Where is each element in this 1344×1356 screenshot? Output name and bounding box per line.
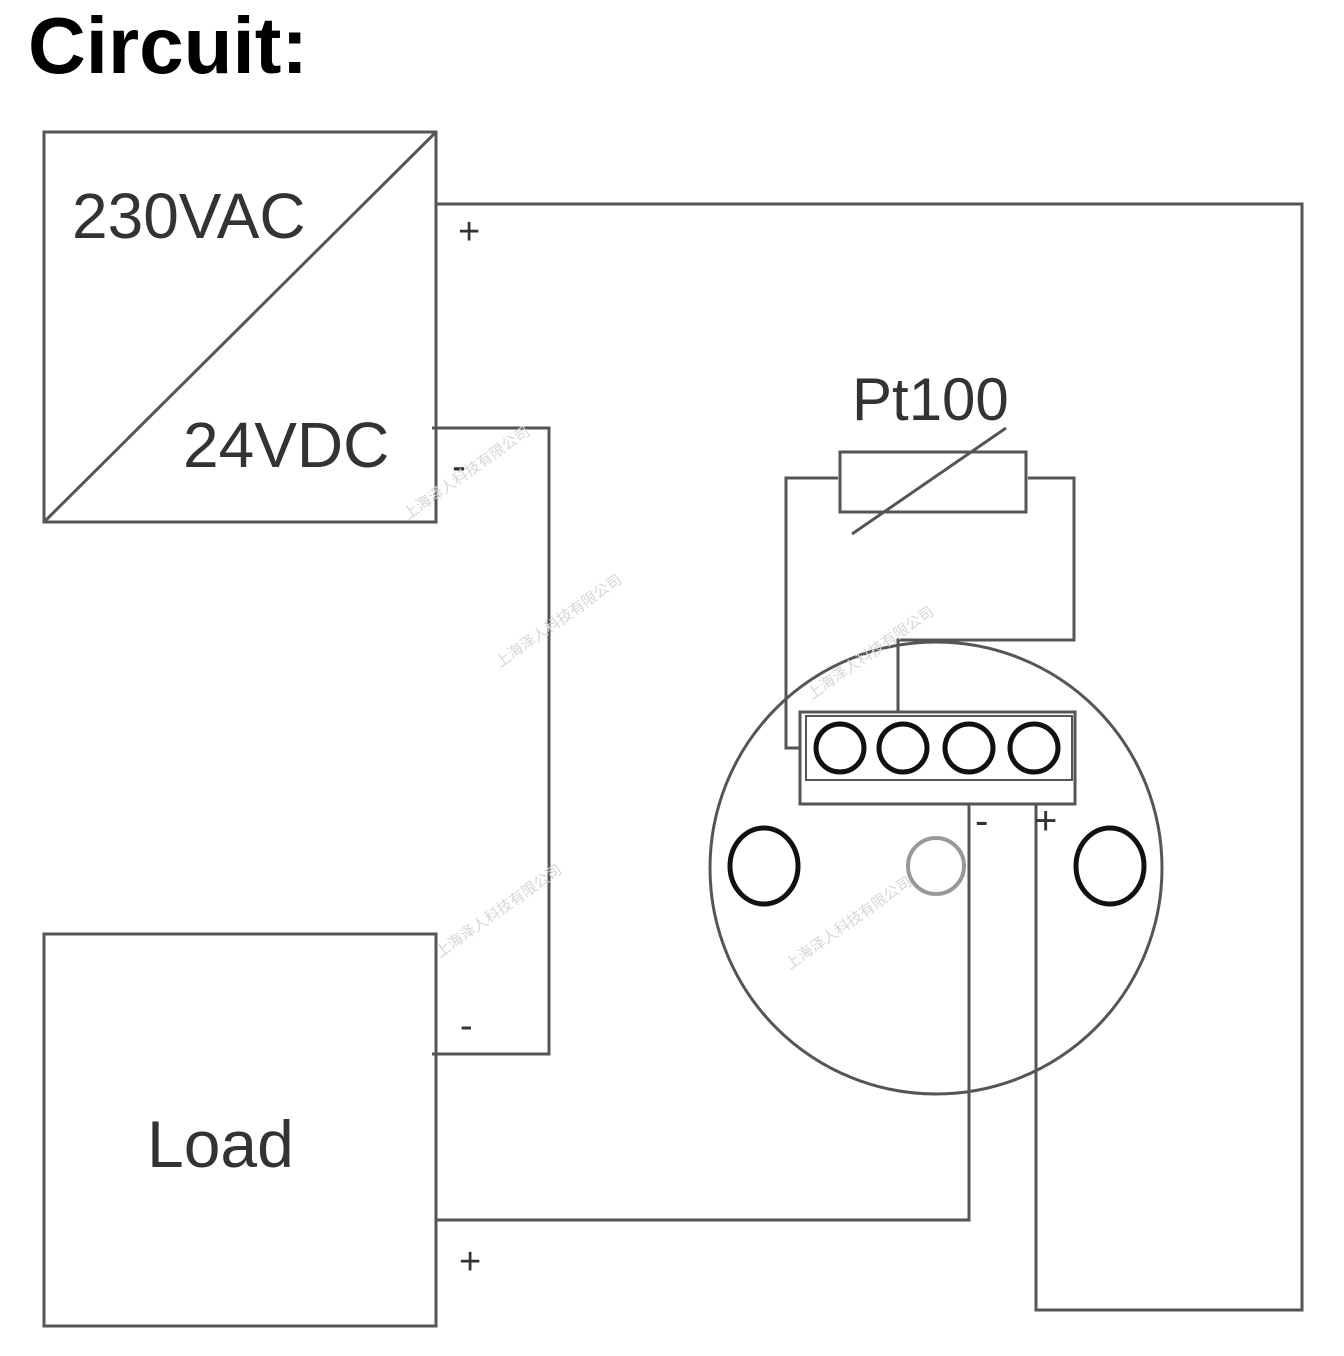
load-box bbox=[42, 932, 438, 1328]
transmitter-housing bbox=[708, 640, 1164, 1096]
watermark-4: 上海泽人科技有限公司 bbox=[432, 860, 565, 961]
transmitter-head: - + bbox=[708, 640, 1164, 1096]
wire-pt100-left bbox=[784, 476, 838, 750]
wiring bbox=[432, 202, 1304, 1312]
pt100-resistor bbox=[838, 450, 1028, 514]
center-hole bbox=[906, 836, 966, 896]
power-supply-converter bbox=[42, 130, 438, 524]
watermark-5: 上海泽人科技有限公司 bbox=[782, 872, 915, 973]
watermark-1: 上海泽人科技有限公司 bbox=[400, 422, 533, 523]
terminal-4 bbox=[1007, 721, 1061, 775]
watermark-3: 上海泽人科技有限公司 bbox=[804, 602, 937, 703]
mounting-hole-left bbox=[727, 825, 801, 907]
mounting-hole-right bbox=[1073, 825, 1147, 907]
transmitter-plus-terminal: + bbox=[1034, 799, 1057, 843]
load-minus-terminal: - bbox=[460, 1005, 473, 1047]
wire-supply-minus-to-load-minus bbox=[432, 426, 551, 1056]
load-label: Load bbox=[147, 1107, 294, 1181]
terminal-1 bbox=[813, 721, 867, 775]
power-supply-output-label: 24VDC bbox=[183, 409, 389, 481]
terminal-2 bbox=[876, 721, 930, 775]
power-supply-box bbox=[42, 130, 438, 524]
pt100-label: Pt100 bbox=[852, 366, 1009, 433]
terminal-3 bbox=[942, 721, 996, 775]
pt100-variable-arrow bbox=[851, 426, 1007, 536]
wire-pt100-right bbox=[896, 476, 1076, 716]
transmitter-minus-terminal: - bbox=[975, 799, 988, 843]
power-supply-input-label: 230VAC bbox=[72, 180, 306, 252]
terminal-strip bbox=[805, 715, 1073, 781]
converter-diagonal bbox=[42, 130, 438, 524]
page-title: Circuit: bbox=[28, 1, 308, 90]
wire-supply-plus-to-transmitter-plus bbox=[436, 202, 1304, 1312]
power-supply-plus-terminal: + bbox=[458, 211, 480, 253]
power-supply-minus-terminal: - bbox=[452, 442, 466, 489]
wire-load-plus-to-transmitter-minus bbox=[436, 768, 971, 1222]
watermark-2: 上海泽人科技有限公司 bbox=[492, 570, 625, 671]
load-plus-terminal: + bbox=[459, 1241, 481, 1283]
